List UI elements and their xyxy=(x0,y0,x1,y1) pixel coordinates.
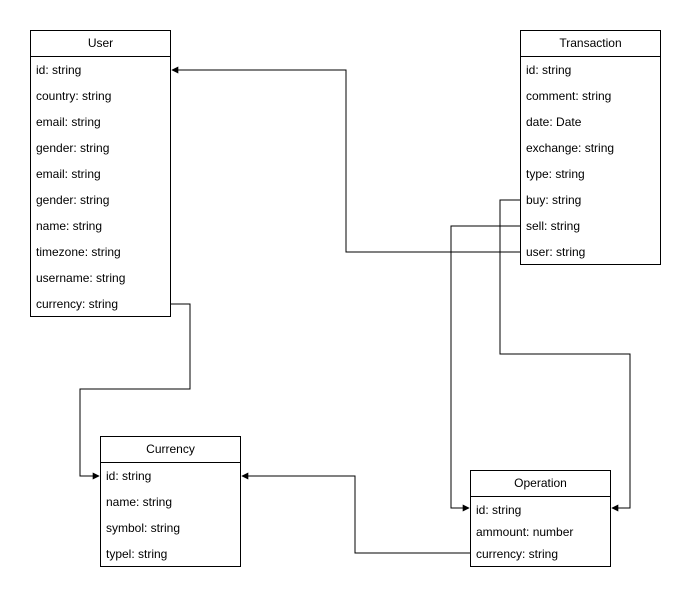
field-currency: currency: string xyxy=(36,297,119,311)
field-id: id: string xyxy=(36,63,82,77)
field-id: id: string xyxy=(526,63,572,77)
field-user: user: string xyxy=(526,245,586,259)
field-email: email: string xyxy=(36,115,101,129)
field-name: name: string xyxy=(36,219,103,233)
field-currency: currency: string xyxy=(476,547,559,561)
field-id: id: string xyxy=(106,469,152,483)
field-gender: gender: string xyxy=(36,141,110,155)
entity-operation[interactable]: Operation id: string ammount: number cur… xyxy=(470,470,611,567)
entity-currency[interactable]: Currency id: string name: string symbol:… xyxy=(100,436,241,567)
field-sell: sell: string xyxy=(526,219,581,233)
field-buy: buy: string xyxy=(526,193,582,207)
relation-operation-currency[interactable] xyxy=(241,472,470,554)
field-date: date: Date xyxy=(526,115,582,129)
entity-transaction[interactable]: Transaction id: string comment: string d… xyxy=(520,30,661,265)
entity-user[interactable]: User id: string country: string email: s… xyxy=(30,30,171,317)
field-gender: gender: string xyxy=(36,193,110,207)
field-id: id: string xyxy=(476,503,522,517)
field-username: username: string xyxy=(36,271,126,285)
field-amount: ammount: number xyxy=(476,525,574,539)
entity-title: Transaction xyxy=(521,31,660,57)
field-comment: comment: string xyxy=(526,89,612,103)
field-typel: typel: string xyxy=(106,547,168,561)
field-type: type: string xyxy=(526,167,585,181)
field-name: name: string xyxy=(106,495,173,509)
field-country: country: string xyxy=(36,89,112,103)
entity-title: Currency xyxy=(101,437,240,463)
entity-title: User xyxy=(31,31,170,57)
field-email: email: string xyxy=(36,167,101,181)
entity-title: Operation xyxy=(471,471,610,497)
field-exchange: exchange: string xyxy=(526,141,615,155)
relation-transaction-sell[interactable] xyxy=(450,225,520,512)
field-symbol: symbol: string xyxy=(106,521,181,535)
relation-transaction-user[interactable] xyxy=(171,66,520,253)
field-timezone: timezone: string xyxy=(36,245,121,259)
